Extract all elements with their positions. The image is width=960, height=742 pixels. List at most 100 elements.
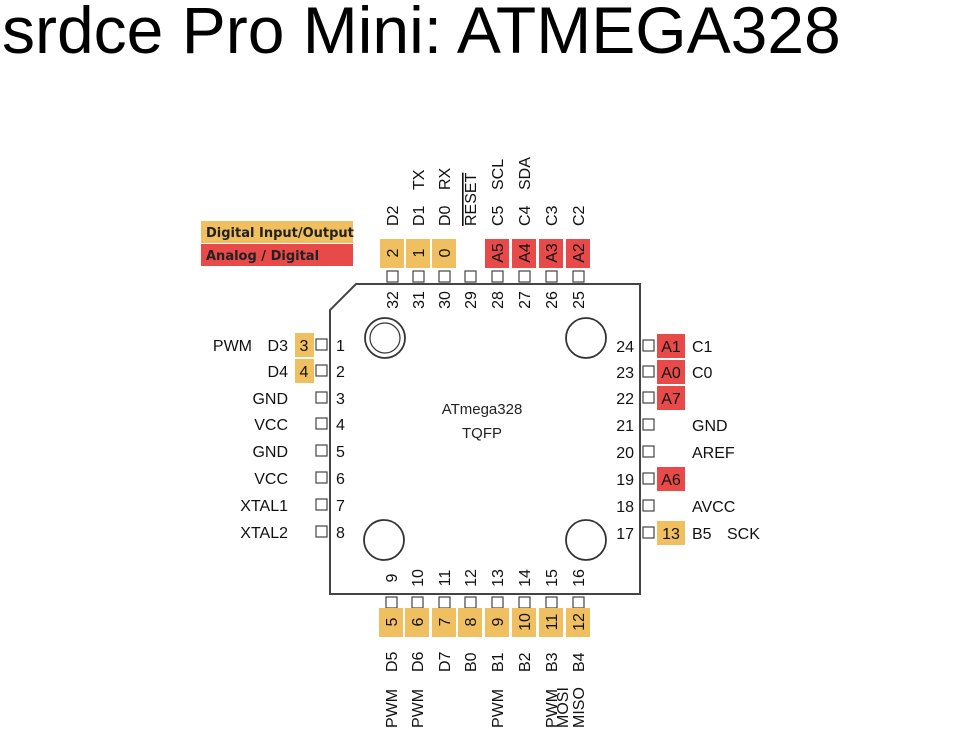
mounting-hole-top-left (364, 317, 406, 359)
mounting-hole-top-right (565, 317, 607, 359)
pin-number-1: 1 (336, 338, 345, 355)
arduino-pin-bg-26 (539, 239, 563, 268)
function-label-10-0: PWM (410, 689, 427, 728)
pin-number-27: 27 (517, 291, 534, 309)
pin-number-28: 28 (490, 291, 507, 309)
pin-pad-26 (545, 270, 558, 283)
pin-pad-28 (491, 270, 504, 283)
mounting-hole-bottom-left (363, 519, 405, 561)
chip-package: TQFP (462, 425, 502, 442)
arduino-pin-26: A3 (544, 243, 561, 263)
function-label-17: SCK (727, 526, 760, 543)
port-label-31: D1 (411, 205, 428, 226)
arduino-pin-1: 3 (300, 338, 309, 355)
arduino-pin-17: 13 (662, 526, 680, 543)
arduino-pin-12: 8 (463, 617, 480, 626)
pin-pad-32 (386, 270, 399, 283)
pin-number-8: 8 (336, 525, 345, 542)
arduino-pin-bg-11 (432, 608, 456, 637)
arduino-pin-27: A4 (517, 243, 534, 263)
arduino-pin-bg-27 (512, 239, 536, 268)
page-title: srdce Pro Mini: ATMEGA328 (2, 0, 841, 67)
arduino-pin-9: 5 (384, 617, 401, 626)
pin-number-5: 5 (336, 444, 345, 461)
pin-number-26: 26 (544, 291, 561, 309)
port-label-4: VCC (254, 417, 288, 434)
arduino-pin-bg-22 (657, 386, 685, 410)
function-label-31-0: TX (411, 169, 428, 190)
port-label-9: D5 (384, 651, 401, 672)
pin-pad-23 (642, 365, 655, 378)
pin-pad-25 (572, 270, 585, 283)
function-label-28-0: SCL (490, 159, 507, 190)
pin-number-18: 18 (616, 499, 634, 516)
pin-pad-13 (491, 596, 504, 609)
pin-number-22: 22 (616, 391, 634, 408)
port-label-25: C2 (571, 205, 588, 226)
pin-pad-15 (545, 596, 558, 609)
port-label-20: AREF (692, 445, 735, 462)
arduino-pin-bg-13 (485, 608, 509, 637)
arduino-pin-bg-31 (406, 239, 430, 268)
legend-swatch-analog (201, 244, 353, 266)
arduino-pin-23: A0 (661, 365, 681, 382)
arduino-pin-25: A2 (571, 243, 588, 263)
port-label-16: B4 (571, 652, 588, 672)
port-label-29: RESET (463, 172, 480, 226)
pin-number-25: 25 (571, 291, 588, 309)
function-label-13-0: PWM (490, 689, 507, 728)
port-label-23: C0 (692, 365, 713, 382)
arduino-pin-2: 4 (300, 364, 309, 381)
pin-pad-7 (315, 498, 328, 511)
port-label-32: D2 (385, 205, 402, 226)
legend-label-digital: Digital Input/Output (206, 226, 354, 241)
arduino-pin-bg-9 (379, 608, 403, 637)
pin-number-17: 17 (616, 526, 634, 543)
pin-pad-9 (385, 596, 398, 609)
arduino-pin-bg-1 (295, 333, 314, 357)
arduino-pin-bg-2 (295, 359, 314, 383)
port-label-21: GND (692, 418, 728, 435)
pin-number-21: 21 (616, 418, 634, 435)
port-label-14: B2 (517, 652, 534, 672)
pin-pad-19 (642, 472, 655, 485)
arduino-pin-bg-23 (657, 360, 685, 384)
pin-pad-22 (642, 391, 655, 404)
arduino-pin-bg-19 (657, 467, 685, 491)
function-label-15-1: MOSI (555, 687, 572, 728)
mounting-hole-top-left-inner (369, 322, 401, 354)
pin-pad-31 (412, 270, 425, 283)
port-label-1: D3 (268, 338, 289, 355)
arduino-pin-13: 9 (490, 617, 507, 626)
arduino-pin-15: 11 (544, 614, 561, 631)
arduino-pin-bg-17 (657, 521, 685, 545)
arduino-pin-28: A5 (490, 243, 507, 263)
port-label-13: B1 (490, 652, 507, 672)
port-label-8: XTAL2 (240, 525, 288, 542)
port-label-18: AVCC (692, 499, 735, 516)
pin-number-7: 7 (336, 498, 345, 515)
pin-pad-6 (315, 471, 328, 484)
legend-label-analog: Analog / Digital (206, 249, 319, 264)
arduino-pin-bg-25 (566, 239, 590, 268)
pin-pad-30 (438, 270, 451, 283)
arduino-pin-30: 0 (437, 248, 454, 257)
pin-pad-27 (518, 270, 531, 283)
arduino-pin-bg-10 (405, 608, 429, 637)
mounting-hole-bottom-right (565, 519, 607, 561)
arduino-pin-bg-14 (512, 608, 536, 637)
arduino-pin-bg-24 (657, 334, 685, 358)
pin-layer: 13D3PWM24D43GND4VCC5GND6VCC7XTAL18XTAL22… (213, 157, 760, 728)
arduino-pin-bg-28 (485, 239, 509, 268)
function-label-27-0: SDA (517, 157, 534, 190)
pin-number-23: 23 (616, 365, 634, 382)
port-label-12: B0 (463, 652, 480, 672)
pin-number-32: 32 (385, 291, 402, 309)
pin-pad-4 (315, 417, 328, 430)
pin-pad-24 (642, 339, 655, 352)
pin-pad-12 (464, 596, 477, 609)
arduino-pin-bg-32 (380, 239, 404, 268)
pin-number-2: 2 (336, 364, 345, 381)
pin-pad-21 (642, 418, 655, 431)
